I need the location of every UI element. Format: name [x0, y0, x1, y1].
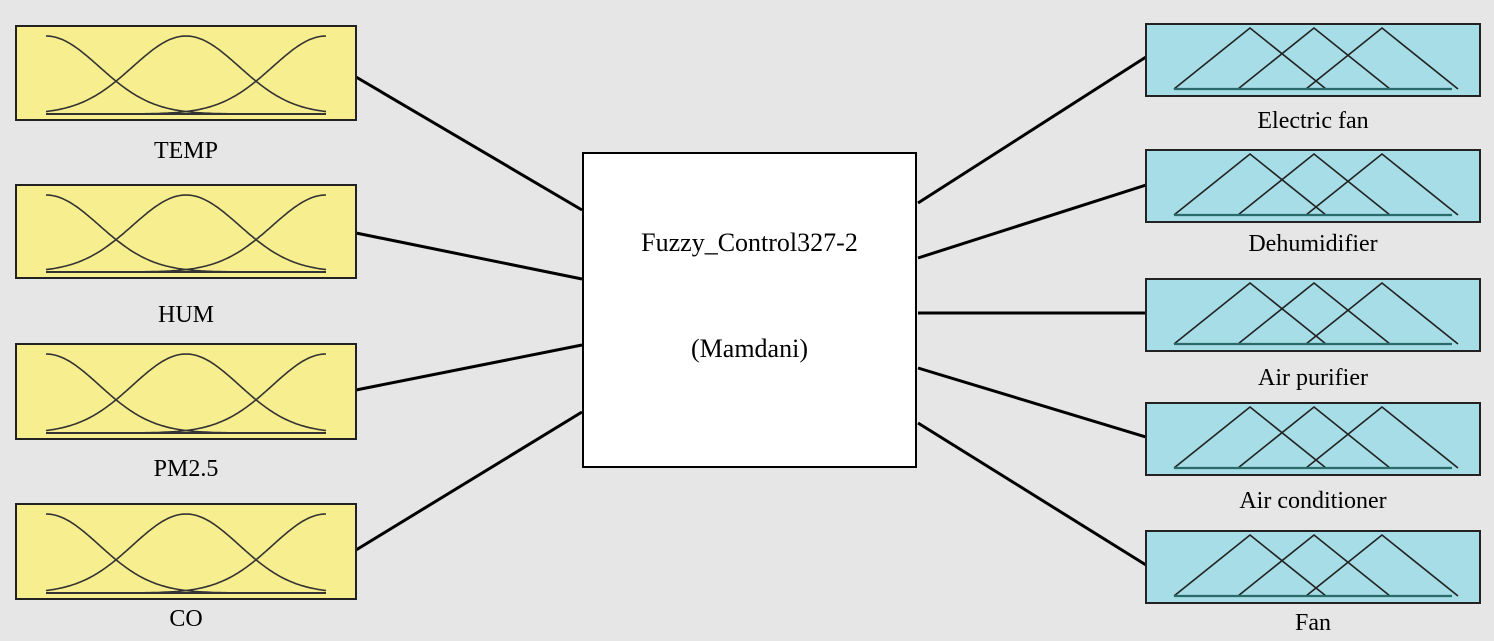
output-block-fan: [1145, 530, 1481, 604]
input-block-co: [15, 503, 357, 600]
output-connector-4: [917, 421, 1147, 567]
input-label-pm25: PM2.5: [153, 456, 219, 482]
fis-system-block[interactable]: Fuzzy_Control327-2 (Mamdani): [582, 152, 917, 468]
output-mf-electric-fan-1: [1237, 26, 1391, 90]
input-mf-pm25-1: [45, 353, 327, 432]
output-mf-air-purifier-1: [1237, 281, 1391, 345]
output-block-dehumidifier: [1145, 149, 1481, 223]
output-mf-dehumidifier-2: [1305, 152, 1459, 216]
input-label-hum: HUM: [157, 302, 214, 328]
input-label-temp: TEMP: [153, 138, 218, 164]
output-mf-dehumidifier-1: [1237, 152, 1391, 216]
output-connector-3: [917, 366, 1147, 439]
input-mf-co-1: [45, 513, 327, 592]
input-block-hum: [15, 184, 357, 279]
fis-name: Fuzzy_Control327-2: [641, 228, 858, 257]
input-connector-1: [355, 231, 583, 281]
output-block-electric-fan: [1145, 23, 1481, 97]
output-label-air-conditioner: Air conditioner: [1239, 488, 1387, 514]
output-label-fan: Fan: [1295, 610, 1331, 636]
input-block-temp: [15, 25, 357, 121]
output-mf-air-conditioner-1: [1237, 405, 1391, 469]
input-label-co: CO: [169, 606, 203, 632]
input-mf-hum-1: [45, 194, 327, 271]
output-label-dehumidifier: Dehumidifier: [1248, 231, 1378, 257]
output-mf-air-conditioner-2: [1305, 405, 1459, 469]
output-mf-electric-fan-2: [1305, 26, 1459, 90]
output-mf-dehumidifier-0: [1173, 152, 1327, 216]
output-mf-air-conditioner-0: [1173, 405, 1327, 469]
output-block-air-purifier: [1145, 278, 1481, 352]
output-mf-air-purifier-0: [1173, 281, 1327, 345]
output-connector-0: [917, 55, 1147, 205]
input-block-pm25: [15, 343, 357, 440]
input-mf-temp-1: [45, 35, 327, 113]
output-mf-fan-1: [1237, 533, 1391, 597]
output-mf-fan-0: [1173, 533, 1327, 597]
input-connector-0: [355, 75, 583, 212]
output-label-air-purifier: Air purifier: [1258, 365, 1368, 391]
output-mf-electric-fan-0: [1173, 26, 1327, 90]
output-label-electric-fan: Electric fan: [1257, 108, 1369, 134]
output-block-air-conditioner: [1145, 402, 1481, 476]
output-mf-fan-2: [1305, 533, 1459, 597]
input-connector-2: [355, 343, 583, 392]
output-connector-1: [917, 183, 1147, 260]
fis-type: (Mamdani): [691, 334, 808, 363]
input-connector-3: [355, 410, 583, 552]
output-mf-air-purifier-2: [1305, 281, 1459, 345]
